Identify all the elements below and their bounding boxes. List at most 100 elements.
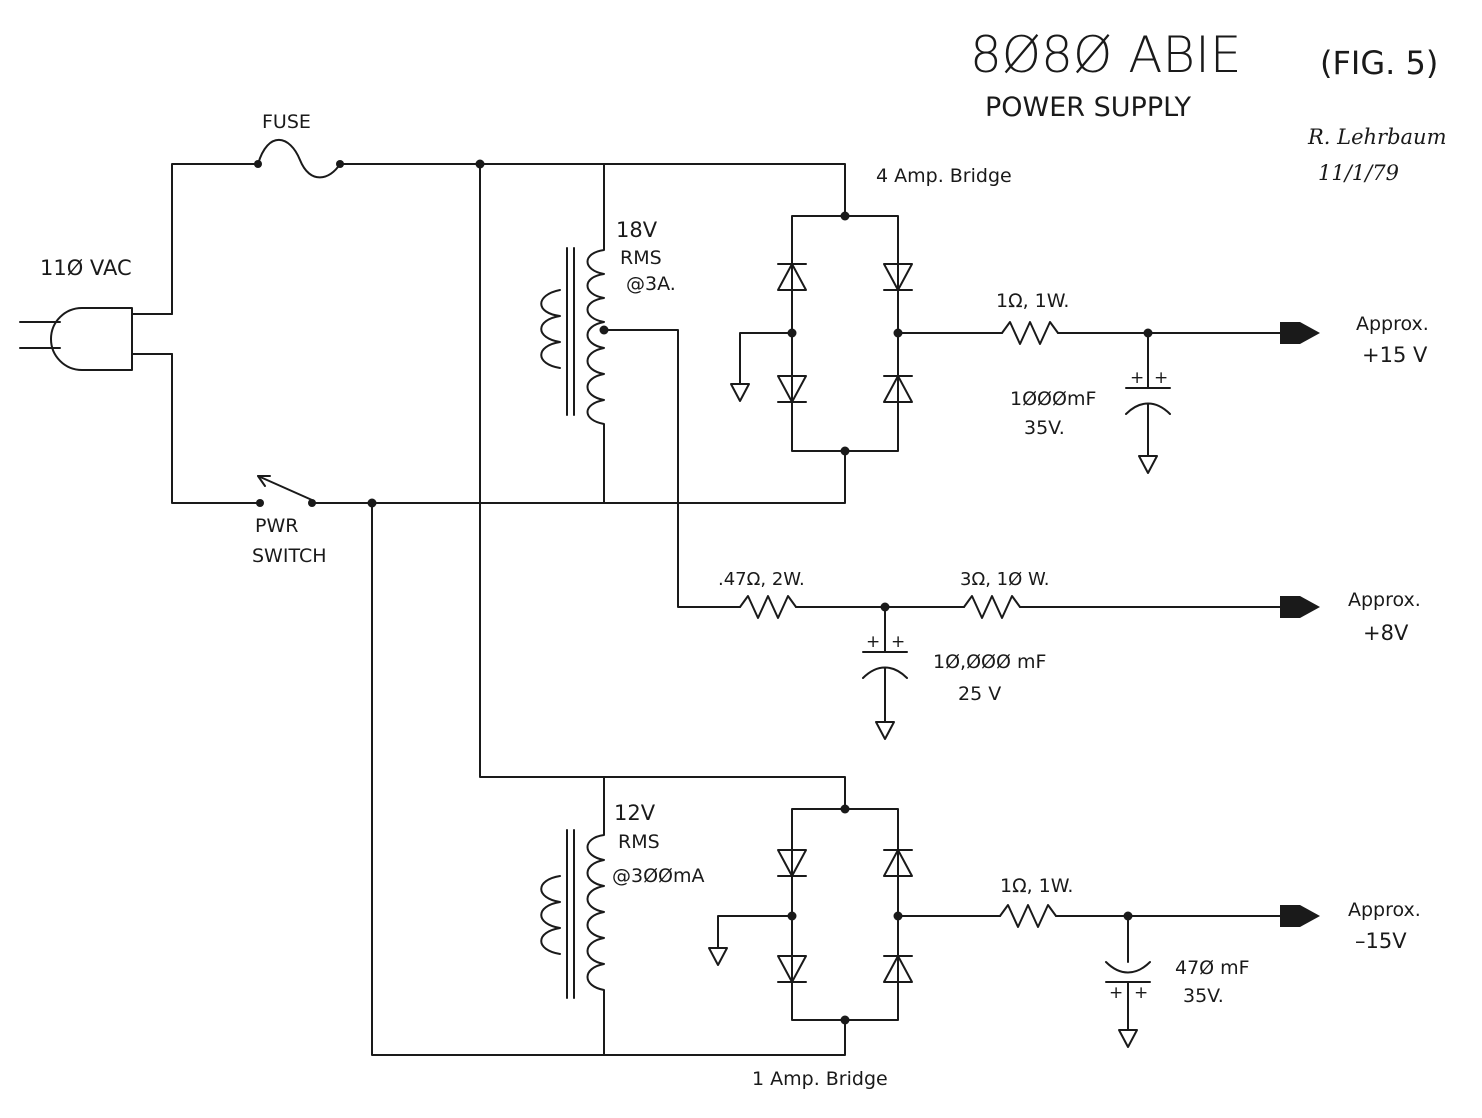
out2-label-1: Approx. [1348,589,1421,611]
t2-primary-coil [540,875,561,955]
title-block: 8Ø8Ø ABIE POWER SUPPLY (FIG. 5) R. Lehrb… [970,26,1447,185]
bridge2-diode-br [883,955,913,983]
title-main: 8Ø8Ø ABIE [970,26,1242,84]
ac-plug [19,307,173,371]
transformer-12v [540,776,846,1056]
bridge1-bottom-node [840,446,850,456]
fuse-terminal-left [254,160,262,168]
fuse [254,138,344,179]
bridge1-top-node [840,211,850,221]
plug-cord [19,321,61,349]
out3-label-1: Approx. [1348,899,1421,921]
plug-body [50,307,133,371]
bridge2-label: 1 Amp. Bridge [752,1068,888,1090]
bridge2-diode-tl [777,849,807,877]
t1-label-2: RMS [620,247,662,269]
c2-voltage-label: 25 V [958,683,1001,705]
t1-secondary-coil [586,163,846,504]
capacitor-c1 [1125,332,1171,474]
t2-primary-lead [371,502,605,1056]
c1-voltage-label: 35V. [1024,417,1065,439]
c1-value-label: 1ØØØmF [1010,388,1096,410]
switch-label-2: SWITCH [252,545,327,567]
r3-resistor [963,595,1021,619]
r1-label: 1Ω, 1W. [996,290,1069,312]
fuse-element [257,138,341,179]
t1-primary-coil [540,289,561,369]
c2-plus-right: + [891,632,905,652]
bridge1-ground-icon [730,383,750,402]
t1-label-3: @3A. [626,273,676,295]
r4-label: 1Ω, 1W. [1000,875,1073,897]
c2-value-label: 1Ø,ØØØ mF [933,651,1046,673]
t2-label-1: 12V [614,801,656,825]
c1-leads [1125,332,1171,457]
c2-ground-icon [875,721,895,740]
bridge2-top-node [840,804,850,814]
out2-terminal-arrow [1280,596,1320,618]
switch-label-1: PWR [255,515,298,537]
out3-terminal-arrow [1280,905,1320,927]
t1-top-to-bridge [603,163,846,217]
switch-lever [257,475,313,501]
fuse-label: FUSE [262,111,311,133]
c3-plus-left: + [1109,983,1123,1003]
t1-label-1: 18V [616,218,658,242]
bridge1-diode-tl [777,263,807,291]
t2-top-to-bridge [603,776,846,810]
title-subtitle: POWER SUPPLY [985,92,1192,123]
bridge1-diode-tr [883,263,913,291]
t2-secondary-coil [586,776,846,1056]
t1-primary-lead [479,163,605,778]
primary-rail-top [171,163,259,315]
c1-ground-icon [1138,455,1158,474]
bridge2-frame [791,808,899,1021]
r3-label: 3Ω, 1Ø W. [960,569,1049,590]
t1-core [566,247,575,416]
c2-leads [862,606,908,723]
bridge2-diode-bl [777,955,807,983]
t2-core [566,829,575,999]
c2-plus-left: + [866,632,880,652]
out2-label-2: +8V [1363,621,1409,645]
power-switch [256,475,316,507]
c3-plus-right: + [1134,983,1148,1003]
switch-arrow [257,475,271,487]
bridge1-diode-br [883,375,913,403]
c1-plus-right: + [1154,368,1168,388]
c3-leads [1105,915,1151,1031]
bridge1-frame [791,215,899,452]
plug-prongs [131,313,173,355]
transformer-18v [540,163,846,504]
r2-resistor [739,595,797,619]
c3-value-label: 47Ø mF [1175,957,1250,979]
bridge1-ground-lead [739,332,793,385]
r4-resistor [999,904,1057,928]
bridge2-bottom-node [840,1015,850,1025]
t2-label-3: @3ØØmA [612,865,705,887]
author-signature: R. Lehrbaum [1307,125,1447,149]
primary-rail-bottom [171,353,261,504]
r1-resistor [1001,321,1059,345]
bridge1-diode-bl [777,375,807,403]
c3-voltage-label: 35V. [1183,985,1224,1007]
bridge-rectifier-4a [730,211,913,456]
ac-voltage-label: 11Ø VAC [40,256,132,280]
out1-label-1: Approx. [1356,313,1429,335]
out1-label-2: +15 V [1362,343,1428,367]
center-tap-lead [603,329,741,608]
bridge-rectifier-1a [708,804,913,1025]
r2-label: .47Ω, 2W. [718,569,805,590]
out3-label-2: –15V [1355,929,1407,953]
bridge2-diode-tr [883,849,913,877]
bridge2-ground-icon [708,947,728,966]
capacitor-c3 [1105,915,1151,1048]
t2-label-2: RMS [618,831,660,853]
drawing-date: 11/1/79 [1318,161,1399,185]
out1-terminal-arrow [1280,322,1320,344]
c3-ground-icon [1118,1029,1138,1048]
bridge2-ground-lead [717,915,793,949]
switch-terminal-left [256,499,264,507]
figure-number: (FIG. 5) [1320,44,1438,82]
